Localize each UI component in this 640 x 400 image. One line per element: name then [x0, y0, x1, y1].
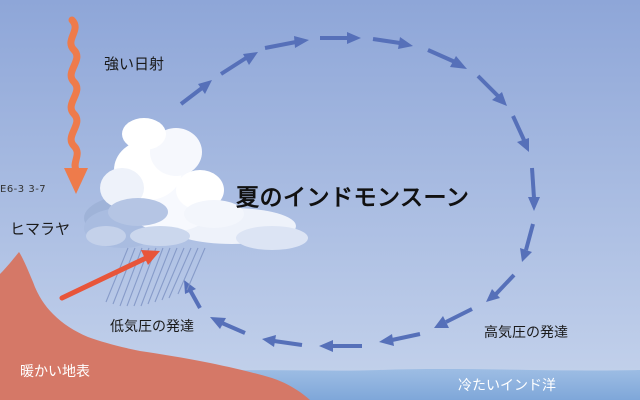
rain-icon — [105, 247, 206, 307]
ocean-label: 冷たいインド洋 — [458, 378, 556, 394]
high-pressure-label: 高気圧の発達 — [484, 325, 568, 341]
figure-code: E6-3 3-7 — [0, 184, 47, 195]
himalaya-label: ヒマラヤ — [10, 220, 71, 238]
land-label: 暖かい地表 — [20, 364, 90, 380]
diagonal-up-arrow-icon — [59, 250, 160, 301]
sun-label: 強い日射 — [104, 55, 165, 73]
land-himalaya — [0, 252, 310, 400]
circulation-arrows-icon — [179, 32, 540, 352]
wavy-down-arrow-icon — [64, 16, 88, 194]
low-pressure-label: 低気圧の発達 — [110, 319, 194, 335]
diagram-title: 夏のインドモンスーン — [236, 185, 470, 211]
ocean — [200, 369, 640, 400]
cumulonimbus-cloud-icon — [84, 118, 308, 250]
